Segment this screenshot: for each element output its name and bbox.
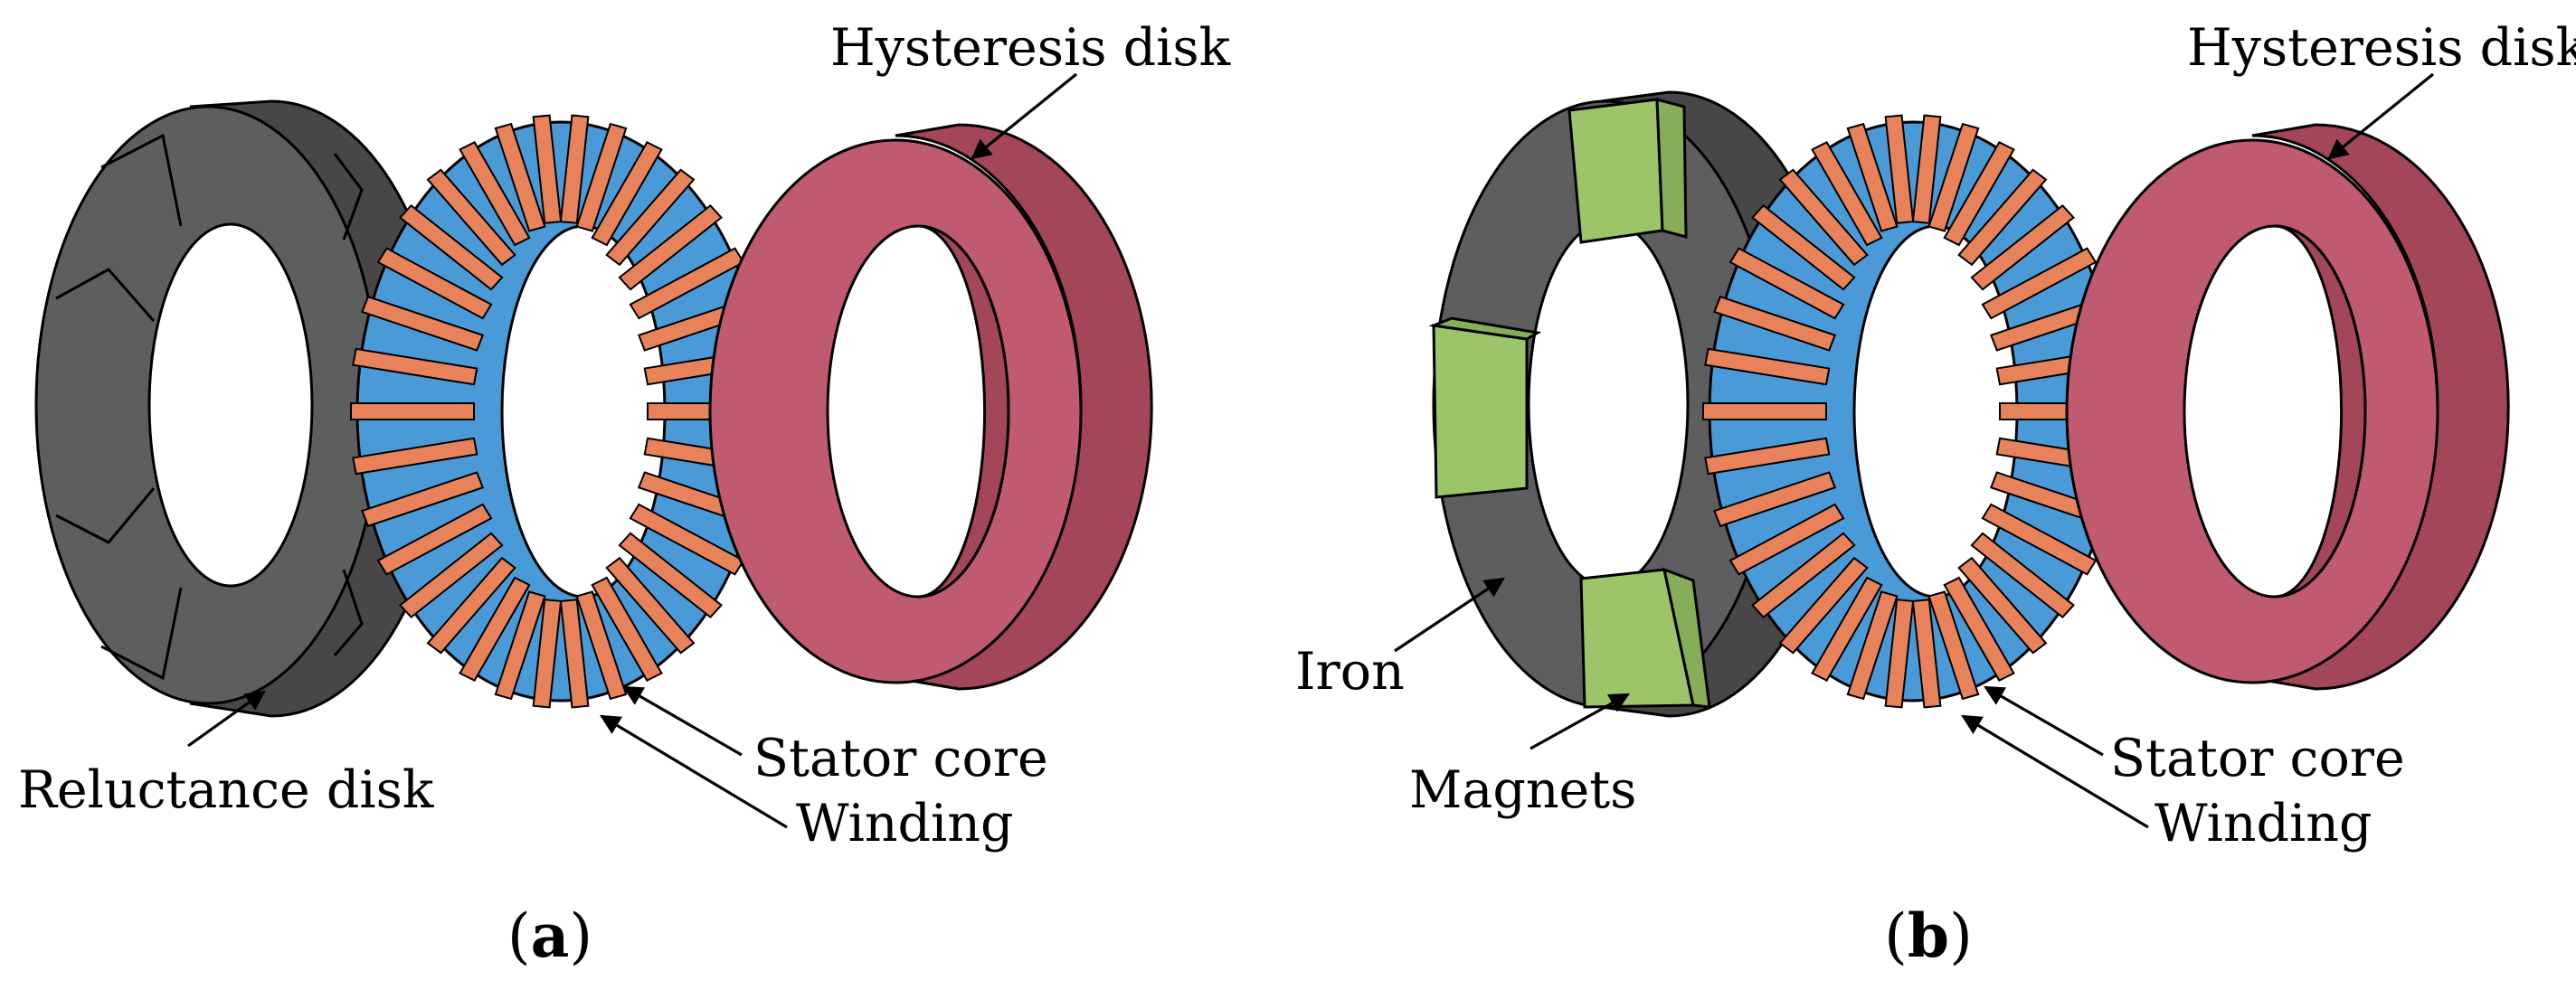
hysteresis-disk-rim (2251, 123, 2510, 691)
winding-turn (352, 437, 478, 476)
winding-turn (1957, 556, 2048, 655)
winding-turn (1704, 347, 1831, 386)
winding (350, 114, 772, 709)
winding-turn (1943, 576, 2015, 682)
stator-core (350, 114, 772, 709)
hysteresis-disk-face (2065, 138, 2439, 684)
winding-turn (575, 590, 628, 701)
winding-turn (1778, 168, 1869, 267)
winding-turn (1927, 590, 1980, 701)
winding-turn (1713, 295, 1837, 352)
winding-turn (426, 168, 516, 267)
reluctance-disk-slots (55, 133, 364, 681)
winding-turn (1943, 141, 2015, 247)
winding-turn (629, 503, 745, 576)
label-winding: Winding (2155, 794, 2372, 853)
leader-reluctance-disk (187, 690, 266, 748)
label-iron: Iron (1295, 642, 1405, 702)
caption-b: (b) (1884, 900, 1973, 971)
winding-turn (1778, 556, 1869, 655)
stator-core (1702, 114, 2124, 709)
winding-turn (1713, 471, 1837, 528)
winding-turn (399, 204, 504, 291)
label-hysteresis-disk: Hysteresis disk (830, 18, 1231, 78)
leader-winding (1961, 714, 2149, 829)
winding-turn (1728, 247, 1845, 320)
label-winding: Winding (796, 794, 1013, 853)
leader-stator-core (1984, 685, 2104, 757)
winding-turn (1981, 503, 2098, 576)
panel-b: Hysteresis disk Iron Magnets Stator core… (1295, 18, 2576, 971)
label-magnets: Magnets (1409, 760, 1636, 820)
winding-turn (1728, 503, 1845, 576)
hysteresis-disk-rim (895, 123, 1153, 691)
magnet-left-side (1428, 316, 1542, 341)
hysteresis-disk-bore-wall (917, 224, 1010, 599)
winding-turn (494, 590, 546, 701)
hysteresis-disk (2065, 123, 2510, 691)
label-reluctance-disk: Reluctance disk (18, 760, 434, 820)
winding-turn (494, 122, 546, 232)
winding-turn (1751, 532, 1856, 618)
winding-turn (1970, 532, 2075, 618)
label-stator-core: Stator core (2110, 729, 2405, 788)
magnet-left (1432, 324, 1529, 499)
winding-turn (1811, 576, 1883, 682)
winding-turn (591, 141, 663, 247)
label-hysteresis-disk: Hysteresis disk (2187, 18, 2576, 78)
winding-turn (1751, 204, 1856, 291)
magnet-top (1567, 98, 1664, 244)
winding-turn (426, 556, 516, 655)
magnet-bottom-side (1662, 567, 1711, 709)
winding-turn (1970, 204, 2075, 291)
winding-turn (1811, 141, 1883, 247)
leader-winding (600, 714, 788, 829)
caption-a: (a) (507, 900, 592, 971)
winding-turn (1927, 122, 1980, 232)
panel-a: Hysteresis disk Reluctance disk Stator c… (18, 18, 1231, 971)
leader-stator-core (622, 685, 743, 757)
winding-turn (1704, 437, 1831, 476)
reluctance-disk-face (34, 105, 382, 705)
magnets (1428, 98, 1711, 709)
label-stator-core: Stator core (753, 729, 1048, 788)
winding-turn (1957, 168, 2048, 267)
leader-hysteresis-disk (971, 72, 1078, 160)
leader-iron (1394, 577, 1505, 653)
hysteresis-disk (708, 123, 1153, 691)
winding-turn (1846, 590, 1899, 701)
winding-turn (399, 532, 504, 618)
hysteresis-disk-bore-wall (2274, 224, 2367, 599)
magnet-top-side (1655, 98, 1688, 239)
winding (1702, 114, 2124, 709)
winding-turn (376, 503, 493, 576)
leader-hysteresis-disk (2327, 72, 2435, 160)
winding-turn (459, 141, 531, 247)
winding-turn (1846, 122, 1899, 232)
winding-turn (605, 556, 696, 655)
winding-turn (352, 347, 478, 386)
winding-turn (459, 576, 531, 682)
hysteresis-disk-face (708, 138, 1083, 684)
winding-turn (361, 295, 485, 352)
winding-turn (618, 532, 723, 618)
winding-turn (629, 247, 745, 320)
winding-turn (1702, 402, 1827, 420)
winding-turn (1981, 247, 2098, 320)
winding-turn (618, 204, 723, 291)
winding-turn (350, 402, 475, 420)
leader-magnets (1530, 693, 1630, 750)
winding-turn (605, 168, 696, 267)
winding-turn (376, 247, 493, 320)
winding-turn (591, 576, 663, 682)
winding-turn (575, 122, 628, 232)
winding-turn (361, 471, 485, 528)
